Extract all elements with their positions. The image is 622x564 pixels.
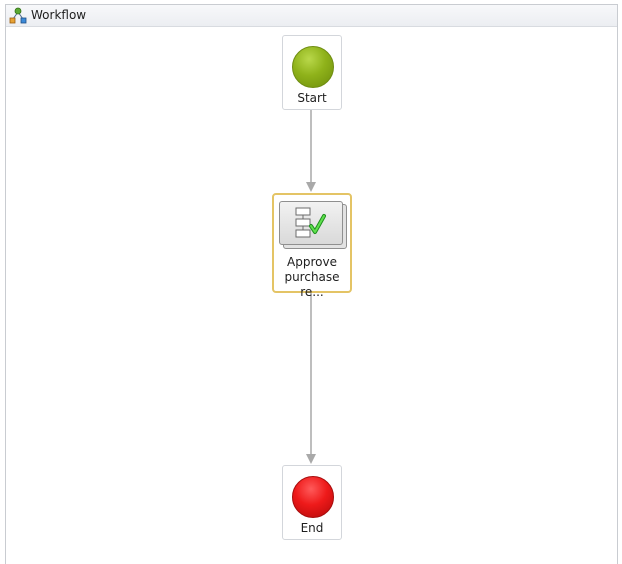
activity-label: Approve purchase re...: [274, 255, 350, 300]
end-circle-icon: [292, 476, 334, 518]
start-node-label: Start: [297, 91, 327, 105]
end-node[interactable]: End: [282, 465, 342, 540]
approve-activity-node[interactable]: Approve purchase re...: [272, 193, 352, 299]
activity-label-line2: purchase re...: [284, 270, 340, 299]
start-circle-icon: [292, 46, 334, 88]
workflow-icon: [9, 7, 27, 24]
designer-title: Workflow: [31, 8, 87, 22]
end-node-label: End: [300, 521, 324, 535]
start-node[interactable]: Start: [282, 35, 342, 110]
approval-activity-icon: [279, 201, 347, 249]
designer-header: Workflow: [6, 5, 617, 27]
checklist-icon: [295, 207, 326, 238]
activity-label-line1: Approve: [287, 255, 337, 269]
